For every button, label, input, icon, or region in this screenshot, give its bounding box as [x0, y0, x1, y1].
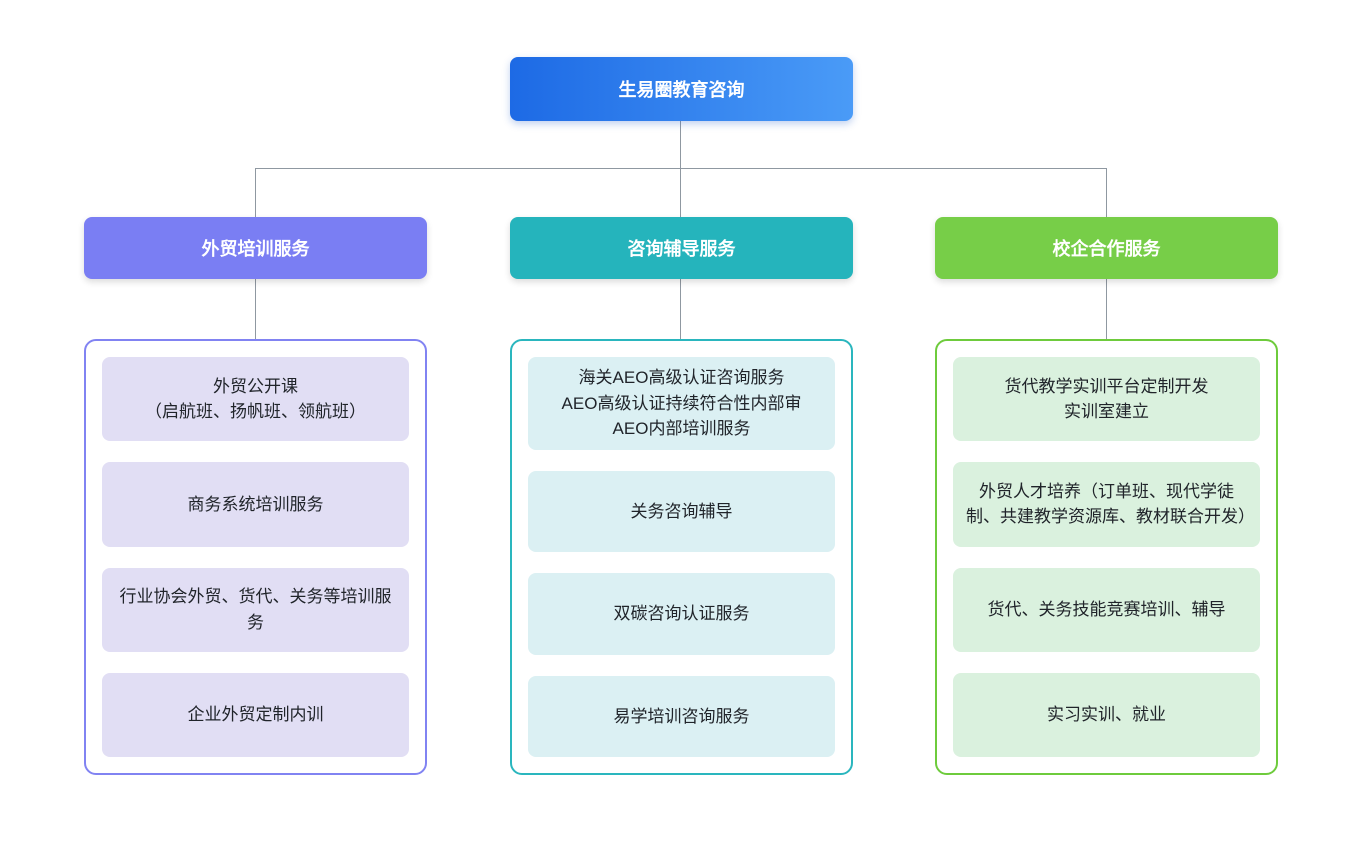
- branch2-group: 海关AEO高级认证咨询服务 AEO高级认证持续符合性内部审 AEO内部培训服务 …: [510, 339, 853, 775]
- leaf-node: 实习实训、就业: [953, 672, 1260, 757]
- leaf-node: 海关AEO高级认证咨询服务 AEO高级认证持续符合性内部审 AEO内部培训服务: [528, 357, 835, 450]
- leaf-node: 商务系统培训服务: [102, 462, 409, 547]
- leaf-node: 关务咨询辅导: [528, 470, 835, 552]
- connector-branch1-to-group: [255, 279, 256, 339]
- branch3-label: 校企合作服务: [1052, 239, 1161, 259]
- branch1-group: 外贸公开课 （启航班、扬帆班、领航班） 商务系统培训服务 行业协会外贸、货代、关…: [84, 339, 427, 775]
- leaf-node: 外贸公开课 （启航班、扬帆班、领航班）: [102, 357, 409, 442]
- leaf-node: 行业协会外贸、货代、关务等培训服务: [102, 567, 409, 652]
- connector-branch2-to-group: [680, 279, 681, 339]
- branch-header-consulting-coaching: 咨询辅导服务: [510, 217, 853, 279]
- root-node: 生易圈教育咨询: [510, 57, 853, 121]
- connector-horizontal: [255, 168, 1107, 169]
- leaf-node: 企业外贸定制内训: [102, 672, 409, 757]
- branch1-label: 外贸培训服务: [201, 239, 310, 259]
- branch3-group: 货代教学实训平台定制开发 实训室建立 外贸人才培养（订单班、现代学徒制、共建教学…: [935, 339, 1278, 775]
- connector-branch1-drop: [255, 168, 256, 217]
- leaf-node: 易学培训咨询服务: [528, 675, 835, 757]
- connector-branch3-drop: [1106, 168, 1107, 217]
- root-node-label: 生易圈教育咨询: [618, 80, 745, 100]
- connector-branch2-drop: [680, 168, 681, 217]
- leaf-node: 双碳咨询认证服务: [528, 573, 835, 655]
- branch-header-school-enterprise-cooperation: 校企合作服务: [935, 217, 1278, 279]
- connector-branch3-to-group: [1106, 279, 1107, 339]
- connector-root-vertical: [680, 121, 681, 168]
- leaf-node: 外贸人才培养（订单班、现代学徒制、共建教学资源库、教材联合开发）: [953, 462, 1260, 547]
- branch2-label: 咨询辅导服务: [627, 239, 736, 259]
- leaf-node: 货代教学实训平台定制开发 实训室建立: [953, 357, 1260, 442]
- leaf-node: 货代、关务技能竞赛培训、辅导: [953, 567, 1260, 652]
- branch-header-foreign-trade-training: 外贸培训服务: [84, 217, 427, 279]
